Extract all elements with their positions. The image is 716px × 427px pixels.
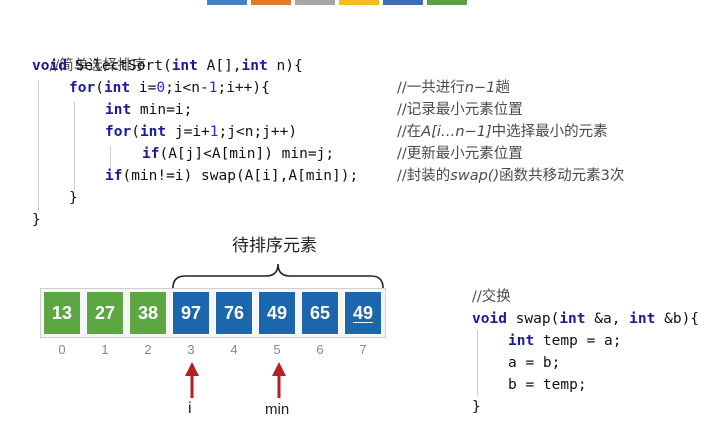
strip-seg-5: [383, 0, 423, 5]
comment-passes: //一共进行n−1趟: [397, 80, 510, 96]
indent-guide-1: [38, 80, 39, 212]
pointer-min-label: min: [265, 401, 290, 418]
array-index-5: 5: [273, 342, 281, 357]
swap-comment: //交换: [472, 289, 511, 305]
array-index-4: 4: [230, 342, 238, 357]
array-cell-6: 65: [301, 291, 339, 335]
array-index-1: 1: [101, 342, 109, 357]
pointer-i-label: i: [188, 400, 192, 417]
strip-seg-1: [207, 0, 247, 5]
code-line-for-outer: for(int i=0;i<n-1;i++){: [69, 80, 270, 96]
code-line-if-swap: if(min!=i) swap(A[i],A[min]);: [105, 168, 359, 184]
indent-guide-3: [110, 146, 111, 168]
array-cell-3: 97: [172, 291, 210, 335]
code-line-if-inner: if(A[j]<A[min]) min=j;: [142, 146, 335, 162]
comment-record-min: //记录最小元素位置: [397, 102, 523, 118]
strip-seg-6: [427, 0, 467, 5]
swap-signature: void swap(int &a, int &b){: [472, 311, 700, 327]
swap-temp-line: int temp = a;: [508, 333, 622, 349]
array-index-2: 2: [144, 342, 152, 357]
code-line-close-outer: }: [32, 212, 41, 228]
comment-update-min: //更新最小元素位置: [397, 146, 523, 162]
swap-close-line: }: [472, 399, 481, 415]
code-comment-title: //简单选择排序: [49, 58, 147, 74]
strip-seg-3: [295, 0, 335, 5]
array-index-6: 6: [316, 342, 324, 357]
array-index-7: 7: [359, 342, 367, 357]
array-cell-4: 76: [215, 291, 253, 335]
comment-swap: //封装的swap()函数共移动元素3次: [397, 168, 625, 184]
code-line-close-inner: }: [69, 190, 78, 206]
swap-a-line: a = b;: [508, 355, 561, 371]
code-line-signature: void SelectSort(int A[],int n){: [32, 58, 303, 74]
array-cell-5: 49: [258, 291, 296, 335]
unsorted-elements-label: 待排序元素: [232, 236, 317, 255]
strip-seg-2: [251, 0, 291, 5]
comment-select-min: //在A[i…n−1]中选择最小的元素: [397, 124, 608, 140]
array-cell-0: 13: [43, 291, 81, 335]
array-index-3: 3: [187, 342, 195, 357]
pointer-i-arrow-icon: [185, 362, 199, 398]
array-cell-1: 27: [86, 291, 124, 335]
pointer-min-arrow-icon: [272, 362, 286, 398]
strip-seg-4: [339, 0, 379, 5]
swap-indent-guide: [477, 330, 478, 396]
array-cell-2: 38: [129, 291, 167, 335]
array-index-0: 0: [58, 342, 66, 357]
array-cell-7: 49: [344, 291, 382, 335]
indent-guide-2: [74, 102, 75, 190]
code-line-min-decl: int min=i;: [105, 102, 193, 118]
swap-b-line: b = temp;: [508, 377, 587, 393]
code-line-for-inner: for(int j=i+1;j<n;j++): [105, 124, 298, 140]
